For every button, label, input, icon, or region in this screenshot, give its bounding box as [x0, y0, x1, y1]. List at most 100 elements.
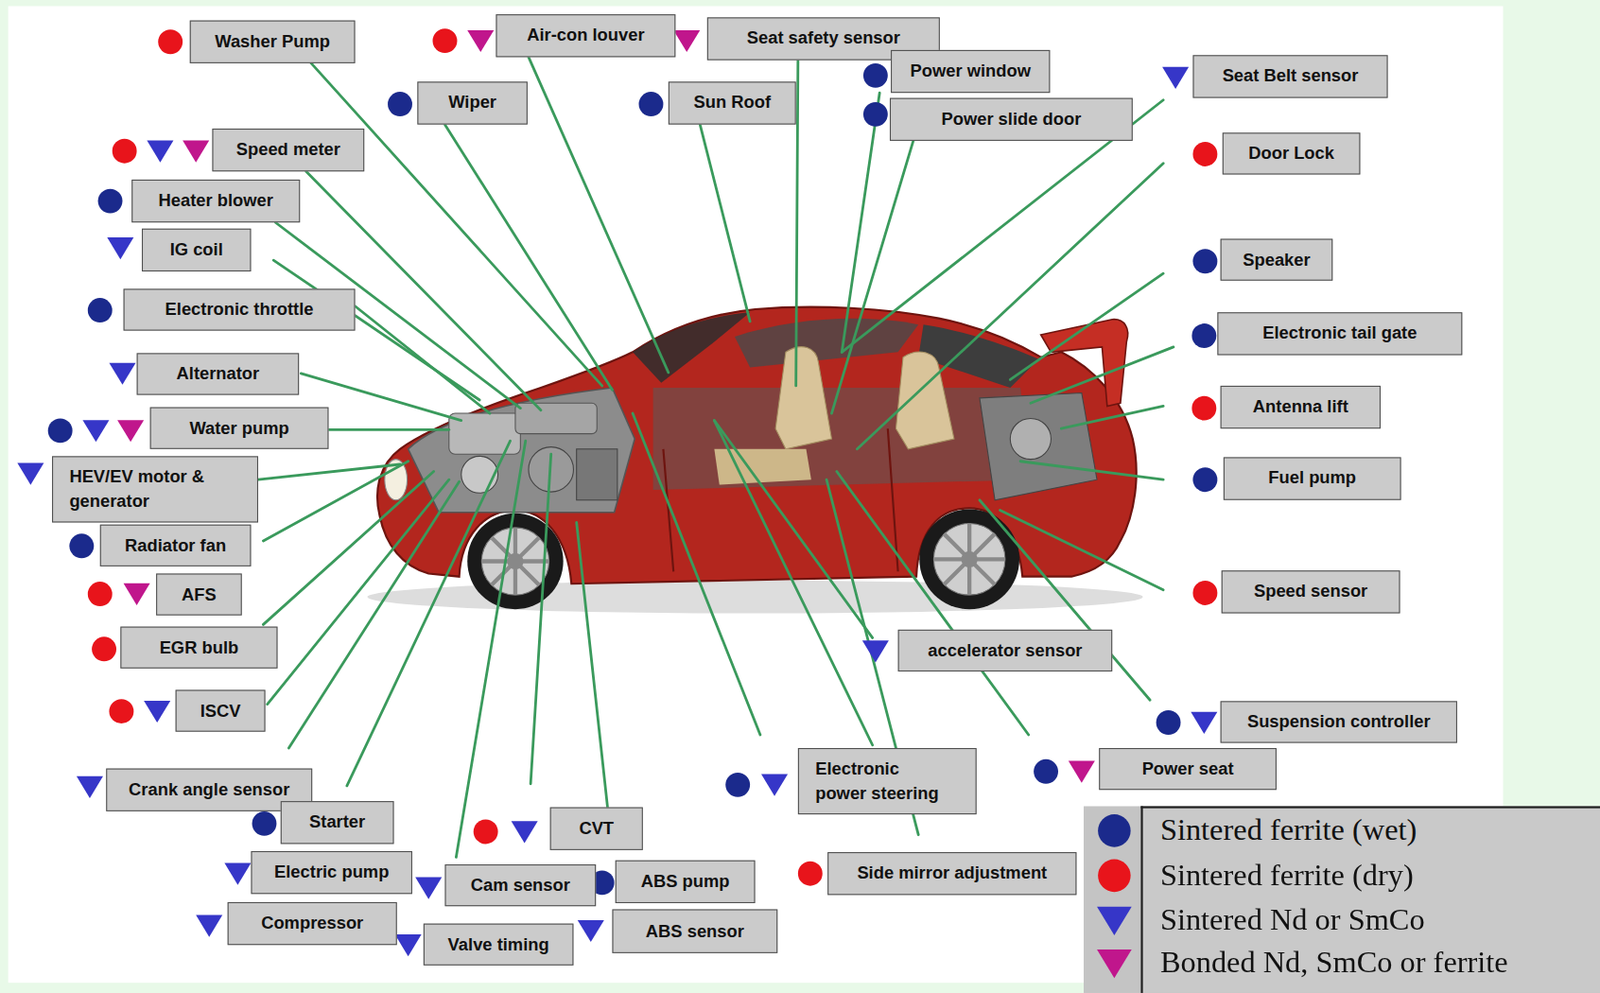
leader-line: [262, 461, 408, 541]
label-text: AFS: [181, 582, 217, 608]
label-box: CVT: [550, 807, 644, 851]
magnet-dot: [863, 102, 888, 127]
label-text: Heater blower: [158, 189, 274, 214]
leader-line: [355, 306, 490, 414]
rear-wheel: [919, 508, 1020, 609]
legend-swatch-shape: [1096, 906, 1132, 936]
label-text: Electronic tail gate: [1262, 321, 1417, 347]
magnet-triangle: [395, 934, 422, 957]
label-text: Starter: [309, 810, 366, 835]
hub: [961, 551, 978, 568]
legend-swatch: [1094, 810, 1135, 852]
label-text: Speed sensor: [1253, 579, 1368, 605]
rim: [481, 527, 549, 595]
legend-swatch-shape: [1097, 814, 1131, 848]
label-text: Power window: [910, 59, 1031, 85]
label-text: accelerator sensor: [927, 638, 1082, 663]
magnet-dot: [1033, 759, 1059, 784]
magnet-dot: [1192, 467, 1218, 492]
legend-row: Sintered ferrite (wet): [1083, 810, 1600, 852]
label-box: Speed sensor: [1221, 570, 1401, 613]
label-box: Electronic power steering: [798, 747, 977, 815]
label-box: Alternator: [137, 352, 300, 395]
label-text: Cam sensor: [470, 872, 571, 898]
magnet-dot: [863, 63, 888, 88]
label-box: Cam sensor: [444, 864, 596, 906]
magnet-triangle: [511, 820, 539, 843]
label-box: Air-con louver: [495, 14, 676, 57]
hub: [506, 553, 523, 570]
leader-line: [796, 60, 799, 386]
label-text: HEV/EV motor & generator: [69, 465, 223, 514]
magnet-triangle: [1068, 761, 1096, 783]
magnet-dot: [798, 861, 823, 887]
label-text: Power slide door: [940, 106, 1081, 132]
label-text: Electric pump: [274, 860, 389, 886]
rim: [933, 523, 1006, 596]
magnet-triangle: [108, 363, 136, 385]
label-text: EGR bulb: [159, 635, 240, 661]
markers: [17, 28, 1218, 957]
label-box: Heater blower: [131, 179, 300, 223]
label-box: ISCV: [175, 689, 266, 731]
leader-line: [576, 521, 611, 832]
label-box: Water pump: [150, 407, 330, 450]
legend-swatch: [1094, 900, 1135, 941]
magnet-triangle: [82, 419, 109, 442]
legend-row: Sintered Nd or SmCo: [1083, 900, 1600, 941]
label-box: Power window: [890, 50, 1050, 93]
magnet-dot: [1191, 396, 1217, 421]
label-text: Water pump: [189, 416, 289, 441]
label-box: Compressor: [227, 902, 398, 945]
magnet-dot: [98, 189, 123, 214]
label-text: ISCV: [200, 698, 242, 724]
label-text: Compressor: [260, 911, 364, 937]
legend-panel: Sintered ferrite (wet) Sintered ferrite (…: [1083, 805, 1600, 992]
tyre: [467, 513, 563, 609]
legend-text: Sintered ferrite (wet): [1160, 811, 1417, 849]
legend-row: Sintered ferrite (dry): [1083, 854, 1600, 896]
leader-line: [528, 56, 669, 372]
magnet-dot: [725, 772, 750, 798]
windshield: [632, 312, 750, 383]
magnet-triangle: [415, 877, 442, 900]
door-line: [662, 428, 898, 572]
label-box: Sun Roof: [668, 81, 797, 124]
label-text: Side mirror adjustment: [856, 861, 1047, 887]
legend-text: Bonded Nd, SmCo or ferrite: [1160, 943, 1509, 981]
magnet-triangle: [673, 30, 700, 53]
leader-line: [1020, 461, 1164, 480]
label-text: ABS sensor: [645, 919, 745, 944]
magnet-triangle: [1190, 712, 1218, 734]
magnet-dot: [1192, 141, 1218, 167]
leader-line: [856, 163, 1164, 450]
magnet-dot: [433, 28, 458, 53]
label-text: Crank angle sensor: [128, 777, 290, 802]
engine-part: [515, 402, 597, 434]
leader-line: [1000, 510, 1165, 591]
label-box: Fuel pump: [1223, 456, 1402, 500]
magnet-triangle: [577, 920, 605, 942]
label-text: ABS pump: [641, 869, 731, 894]
leader-line: [530, 453, 552, 784]
seat: [775, 347, 832, 450]
magnet-dot: [87, 297, 113, 323]
leader-line: [311, 63, 603, 386]
label-box: Starter: [280, 800, 395, 844]
leader-line: [267, 479, 450, 704]
magnet-dot: [387, 91, 413, 117]
spokes: [481, 527, 549, 595]
legend-swatch-shape: [1097, 859, 1131, 893]
magnet-dot: [1156, 710, 1182, 735]
cabin-cutaway: [653, 387, 1031, 490]
magnet-dot: [252, 811, 278, 836]
magnet-triangle: [106, 237, 134, 260]
label-text: Sun Roof: [693, 90, 771, 116]
label-box: ABS pump: [615, 860, 756, 904]
magnet-triangle: [1162, 67, 1189, 89]
seat-cushion: [713, 449, 812, 486]
leader-line: [632, 413, 761, 735]
label-box: Washer Pump: [190, 20, 356, 64]
leader-line: [1030, 347, 1174, 403]
label-box: ABS sensor: [611, 908, 778, 953]
